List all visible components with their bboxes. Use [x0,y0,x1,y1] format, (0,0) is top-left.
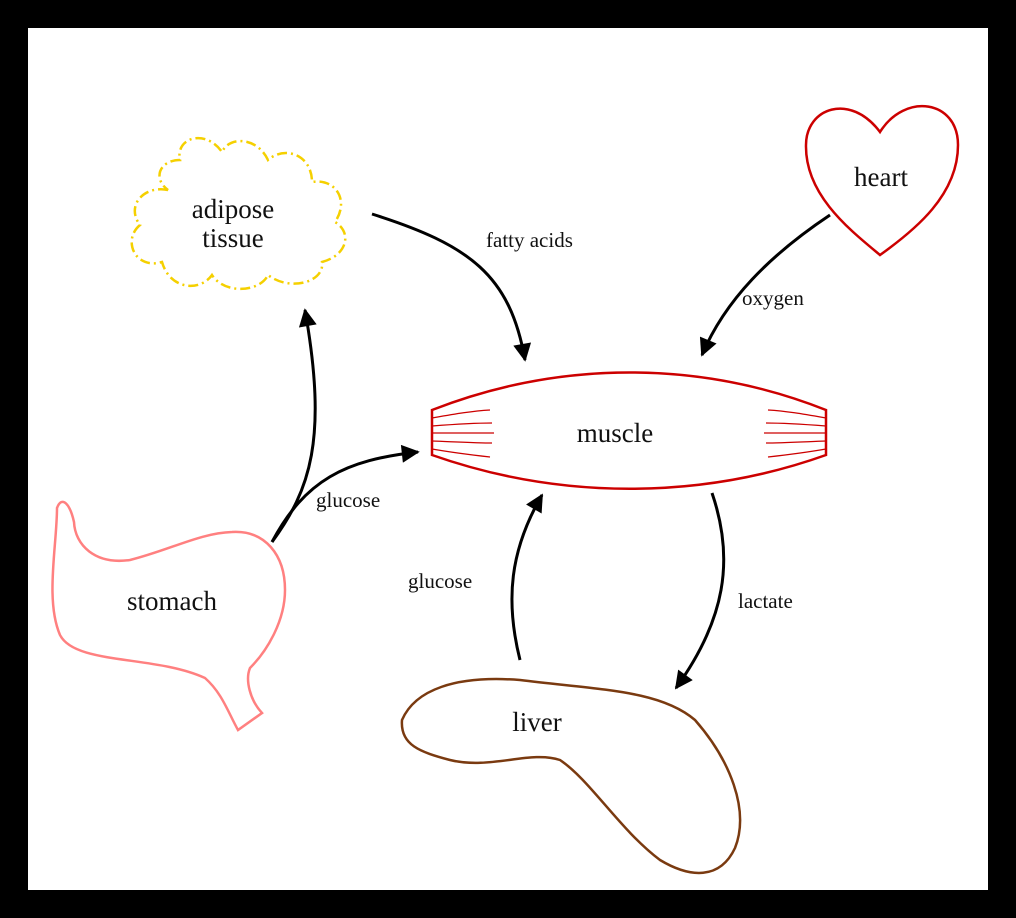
adipose-tissue-label-line2: tissue [202,223,264,253]
muscle: muscle [432,373,826,489]
stomach: stomach [52,502,285,730]
adipose-tissue: adipose tissue [132,138,346,289]
stomach-label: stomach [127,586,217,616]
muscle-fibers-right [764,410,826,457]
flow-label-glucose-stomach: glucose [316,488,380,512]
arrow-lactate [676,493,724,688]
adipose-tissue-label-line1: adipose [192,194,274,224]
arrow-glucose-from-liver [512,495,542,660]
flow-label-oxygen: oxygen [742,286,804,310]
liver-outline [402,679,740,873]
muscle-fibers-left [432,410,494,457]
liver: liver [402,679,740,873]
arrow-oxygen [702,215,830,355]
flow-label-glucose-liver: glucose [408,569,472,593]
liver-label: liver [512,707,561,737]
muscle-label: muscle [577,418,653,448]
flow-label-fatty-acids: fatty acids [486,228,573,252]
flow-label-lactate: lactate [738,589,793,613]
heart: heart [806,106,958,255]
heart-label: heart [854,162,908,192]
